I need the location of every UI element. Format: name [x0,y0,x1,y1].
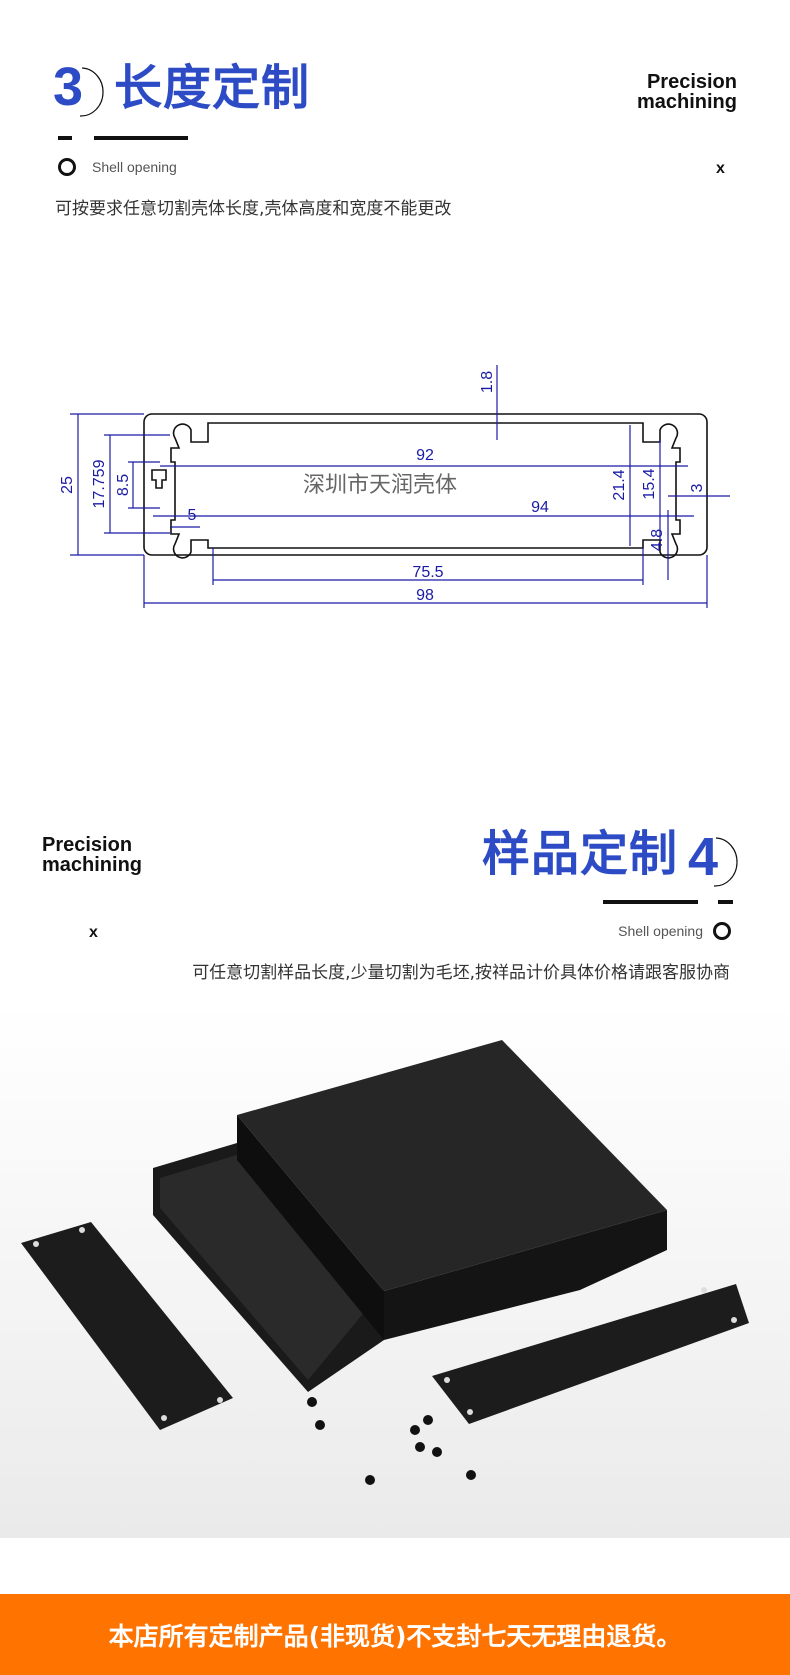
watermark: 深圳市天润壳体 [303,473,457,498]
dim-98: 98 [416,587,434,604]
section-title: 长度定制 [114,60,311,116]
dim-94: 94 [531,499,549,516]
divider [58,136,72,140]
dim-4-8: 4.8 [649,529,666,551]
dim-92: 92 [416,447,434,464]
circle-icon [58,158,76,176]
tag-line: machining [636,91,737,113]
precision-machining-tag: Precision machining [42,835,142,875]
tag-line: Precision [42,834,133,856]
section-description: 可任意切割样品长度,少量切割为毛坯,按祥品计价具体价格请跟客服协商 [192,963,730,983]
section-number: 4 [688,827,719,887]
profile-drawing: 25 17.759 8.5 92 94 5 1.8 21.4 15.4 3 4.… [59,365,730,608]
dimension-lines [70,365,730,608]
dim-3: 3 [689,483,706,492]
x-mark: x [716,160,725,177]
footer-banner: 本店所有定制产品(非现货)不支封七天无理由退货。 [0,1594,790,1675]
shell-opening-label: Shell opening [92,159,177,175]
dim-21-4: 21.4 [611,469,628,500]
dim-1-8: 1.8 [479,371,496,393]
enclosure-illustration [21,1040,749,1485]
product-photo [0,1003,790,1538]
arc-decoration-icon [713,837,738,887]
divider [718,900,733,904]
section-title: 样品定制 [481,826,678,882]
dim-5: 5 [188,507,197,524]
dim-8-5: 8.5 [115,474,132,496]
circle-icon [713,922,731,940]
section-description: 可按要求任意切割壳体长度,壳体高度和宽度不能更改 [55,199,452,219]
section-number: 3 [53,57,84,117]
x-mark: x [89,924,98,941]
tag-line: Precision [646,71,737,93]
dim-25: 25 [59,476,76,494]
dim-75-5: 75.5 [412,564,443,581]
precision-machining-tag: Precision machining [637,72,737,112]
arc-decoration-icon [79,67,104,117]
tag-line: machining [42,854,143,876]
divider [603,900,698,904]
dim-15-4: 15.4 [641,468,658,499]
dim-17759: 17.759 [91,459,108,508]
footer-notice: 本店所有定制产品(非现货)不支封七天无理由退货。 [108,1621,682,1651]
divider [94,136,188,140]
shell-opening-label: Shell opening [618,923,703,939]
